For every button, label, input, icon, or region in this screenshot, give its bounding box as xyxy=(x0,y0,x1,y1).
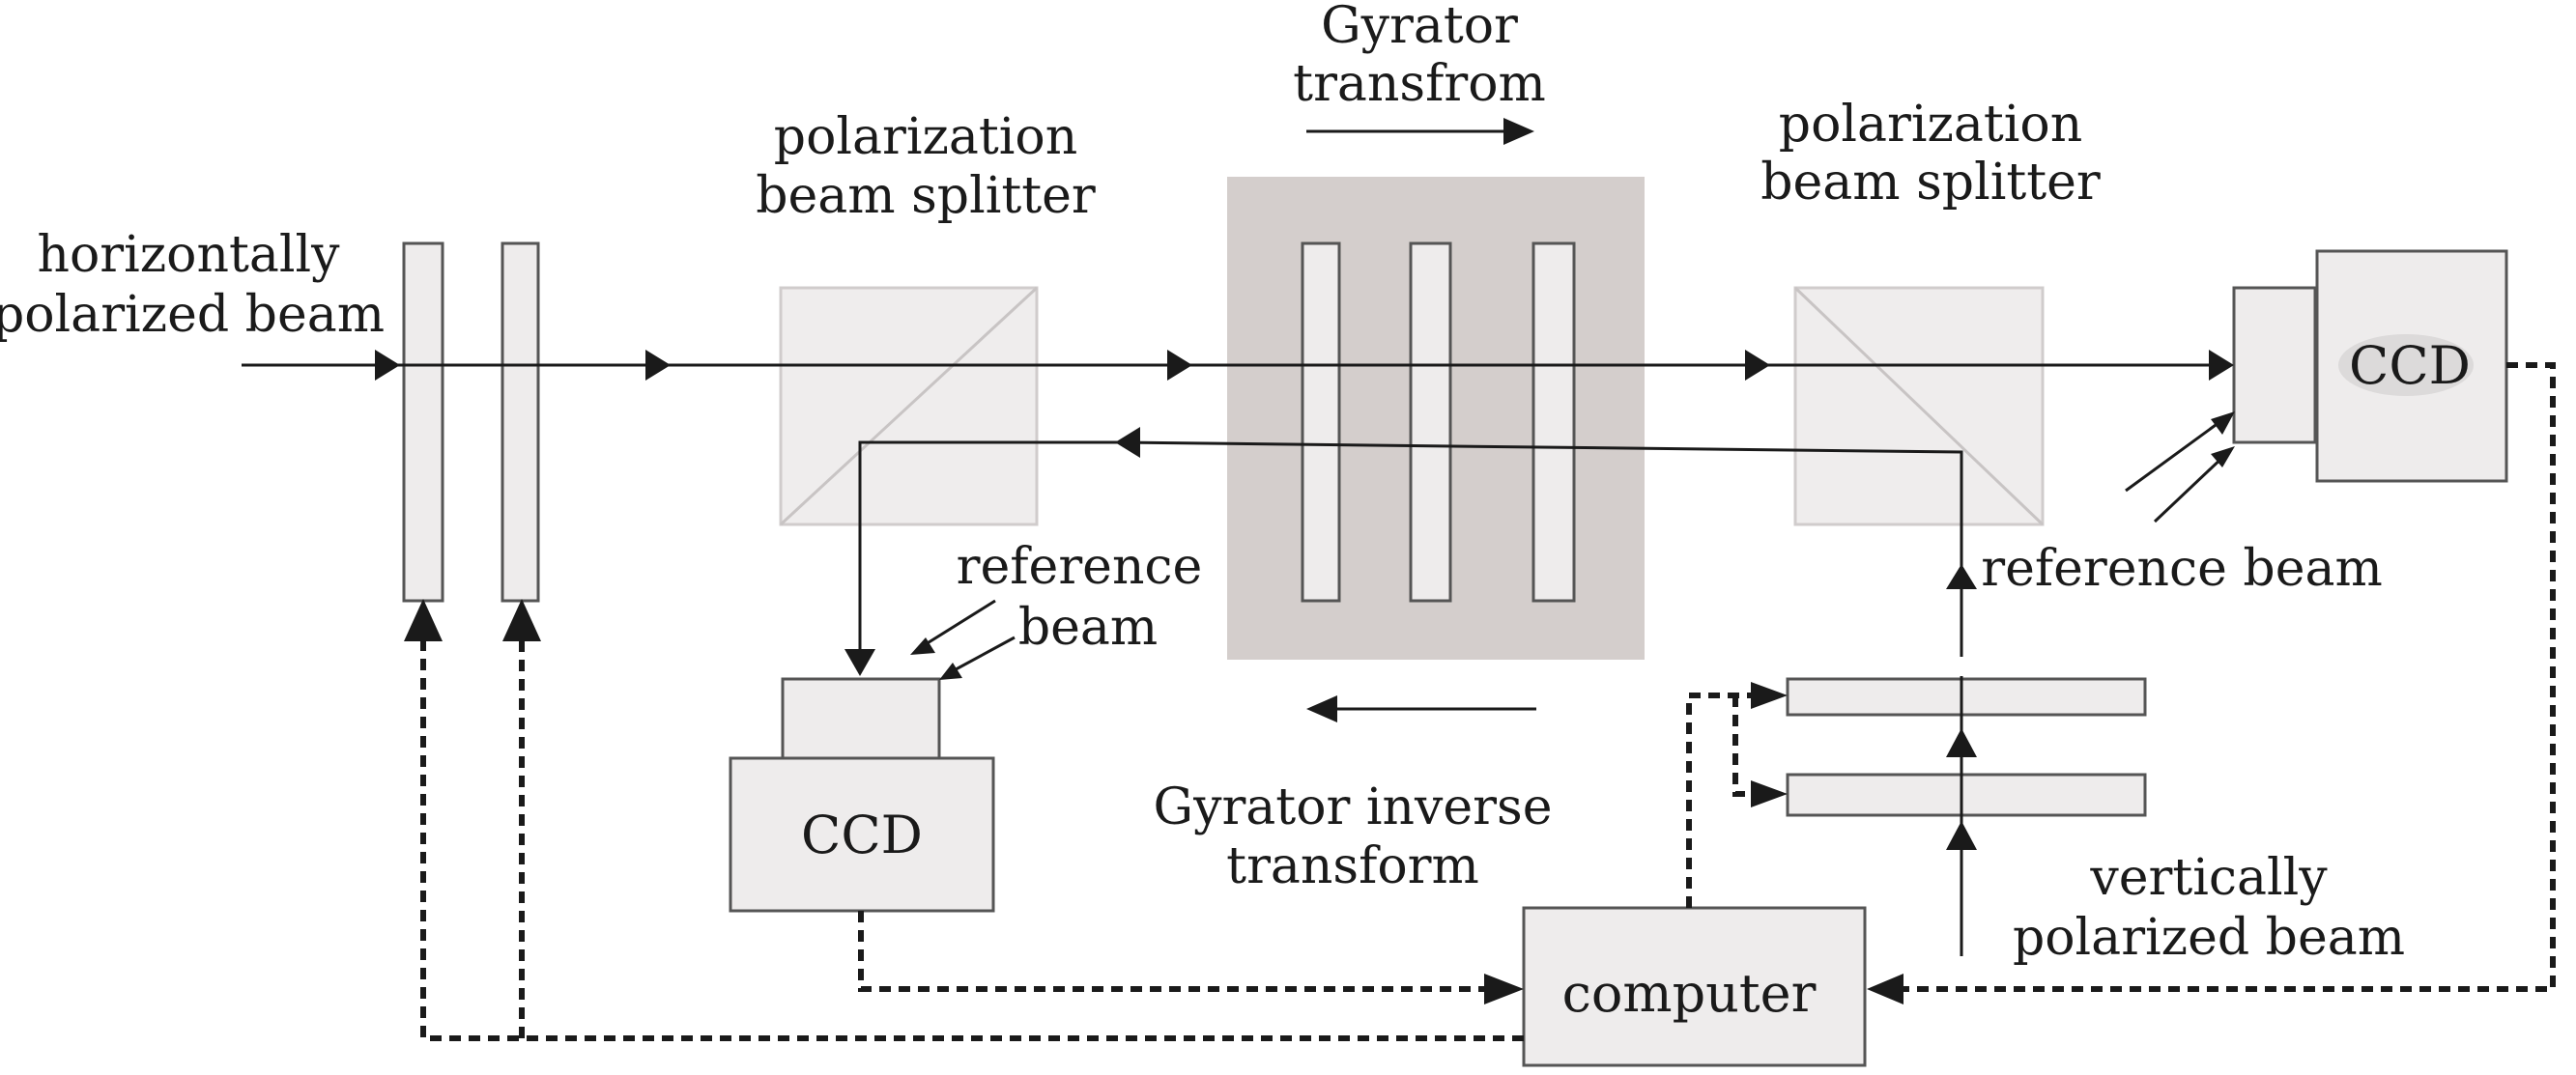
reference-beam-right-label: reference beam xyxy=(1981,540,2383,598)
reference-beam-left-line1: reference xyxy=(956,538,1203,596)
plate-left-1 xyxy=(402,241,444,603)
reference-beam-left xyxy=(910,599,1016,680)
plate-right-lower xyxy=(1786,773,2147,817)
gyrator-transform-label-line2: transfrom xyxy=(1293,55,1546,113)
horizontal-beam-label-line2: polarized beam xyxy=(0,286,386,344)
return-beam-up-arrow xyxy=(1946,564,1977,589)
pbs-right-label-line2: beam splitter xyxy=(1760,154,2101,212)
plate-left-2 xyxy=(501,241,540,603)
ccd-right xyxy=(2232,249,2508,483)
return-beam-down-arrow xyxy=(844,649,875,676)
ccd-left-label: CCD xyxy=(801,805,923,865)
plate-right-upper xyxy=(1786,677,2147,717)
pbs-right-label-line1: polarization xyxy=(1778,96,2083,154)
gyrator-inverse-label-line1: Gyrator inverse xyxy=(1153,778,1553,836)
gyrator-transform-label-line1: Gyrator xyxy=(1321,0,1518,55)
pbs-left-label-line1: polarization xyxy=(773,108,1078,166)
gyrator-plate-1 xyxy=(1301,241,1341,603)
pbs-right xyxy=(1793,286,2045,526)
computer-label: computer xyxy=(1561,963,1817,1024)
ccd-left xyxy=(729,677,995,913)
vertical-beam-label-line1: vertically xyxy=(2090,849,2328,907)
gyrator-plate-2 xyxy=(1409,241,1452,603)
vertical-beam-label-line2: polarized beam xyxy=(2012,909,2406,967)
vertical-beam-arrow-2 xyxy=(1946,728,1977,757)
ccd-right-label: CCD xyxy=(2349,335,2471,396)
main-beam-arrows xyxy=(375,350,2234,381)
horizontal-beam-label-line1: horizontally xyxy=(37,226,340,284)
computer-box xyxy=(1522,906,1867,1067)
gyrator-plate-3 xyxy=(1531,241,1576,603)
control-arrowheads xyxy=(404,599,1903,1004)
vertical-beam-arrow-1 xyxy=(1946,821,1977,850)
pbs-left xyxy=(779,286,1039,526)
reference-beam-left-line2: beam xyxy=(1017,599,1159,657)
gyrator-forward-arrowhead xyxy=(1503,118,1534,145)
gyrator-inverse-label-line2: transform xyxy=(1226,837,1479,895)
gyrator-inverse-arrowhead xyxy=(1306,695,1337,722)
pbs-left-label-line2: beam splitter xyxy=(756,167,1096,225)
return-beam-arrow xyxy=(1115,427,1140,458)
reference-beam-right xyxy=(2125,411,2235,523)
